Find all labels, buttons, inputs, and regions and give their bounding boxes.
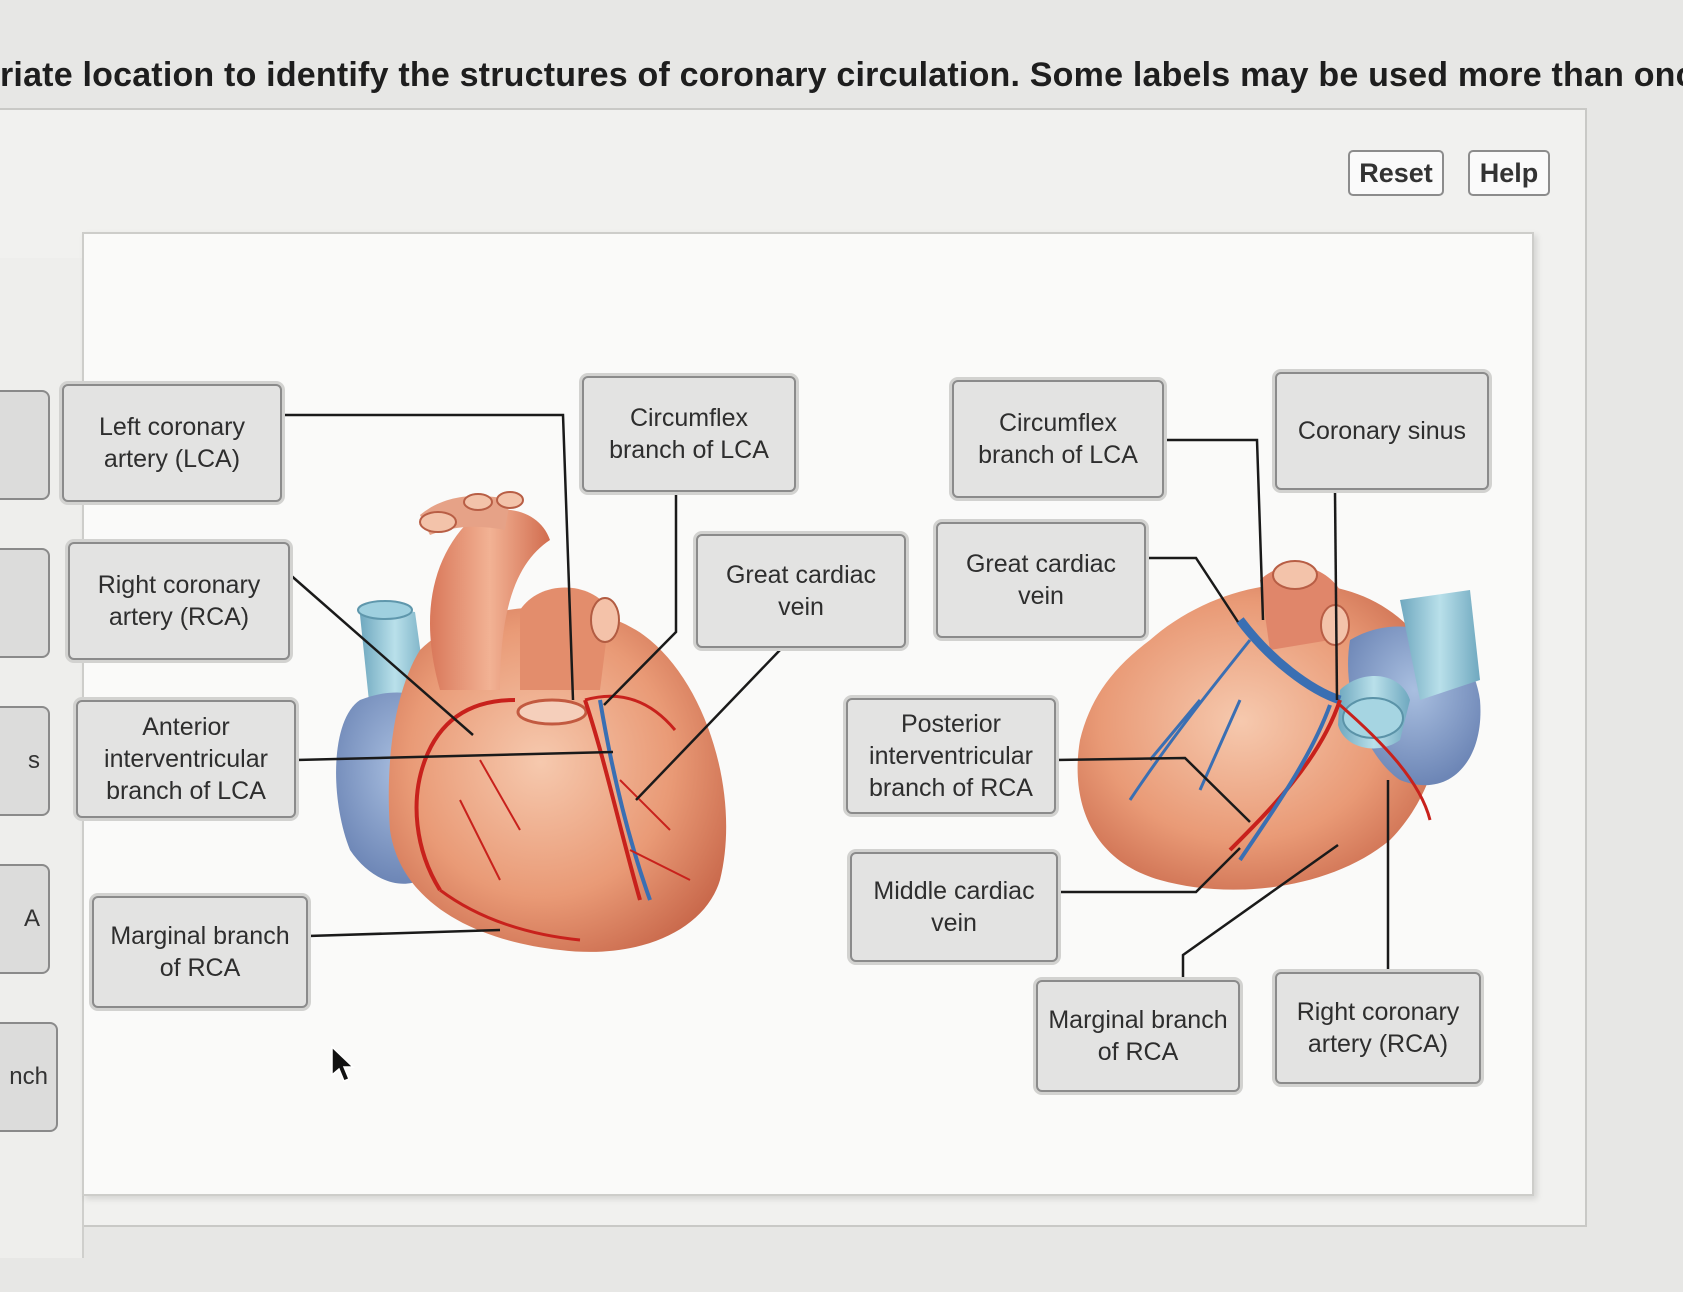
label-bank-chip[interactable] [0, 390, 50, 500]
label-bank-chip[interactable] [0, 548, 50, 658]
label-left-coronary-artery[interactable]: Left coronary artery (LCA) [62, 384, 282, 502]
anterior-heart [336, 491, 727, 952]
help-button[interactable]: Help [1468, 150, 1550, 196]
vessel-opening [496, 491, 524, 509]
posterior-heart [1077, 560, 1481, 890]
aortic-arch [430, 509, 550, 690]
anterior-interventricular-path [583, 699, 642, 901]
vessel-opening [1342, 697, 1404, 739]
vessel-opening [419, 511, 457, 533]
aorta-posterior [1260, 566, 1340, 650]
marginal-branch-path [439, 888, 581, 942]
aortic-valve-ring [516, 698, 588, 726]
right-coronary-artery-path [414, 698, 516, 892]
label-right-coronary-artery[interactable]: Right coronary artery (RCA) [68, 542, 290, 660]
pulmonary-trunk [520, 587, 610, 690]
middle-cardiac-vein-path [1238, 704, 1332, 862]
label-great-cardiac-vein-posterior[interactable]: Great cardiac vein [936, 522, 1146, 638]
label-middle-cardiac-vein[interactable]: Middle cardiac vein [850, 852, 1058, 962]
label-great-cardiac-vein[interactable]: Great cardiac vein [696, 534, 906, 648]
label-bank-sidebar: s A nch [0, 258, 84, 1258]
artery-branches [459, 759, 691, 881]
vessel-opening [357, 600, 413, 620]
pulmonary-veins [1400, 590, 1480, 700]
reset-button[interactable]: Reset [1348, 150, 1444, 196]
great-cardiac-vein-path [598, 699, 652, 901]
vessel-opening [590, 597, 620, 643]
label-anterior-interventricular-branch[interactable]: Anterior interventricular branch of LCA [76, 700, 296, 818]
label-marginal-branch-rca-posterior[interactable]: Marginal branch of RCA [1036, 980, 1240, 1092]
label-right-coronary-artery-posterior[interactable]: Right coronary artery (RCA) [1275, 972, 1481, 1084]
vessel-opening [463, 493, 493, 511]
label-posterior-interventricular-branch[interactable]: Posterior interventricular branch of RCA [846, 698, 1056, 814]
label-bank-chip[interactable]: A [0, 864, 50, 974]
label-circumflex-branch-posterior[interactable]: Circumflex branch of LCA [952, 380, 1164, 498]
leader-lines [282, 413, 1390, 980]
ventricles [388, 607, 727, 952]
instructions-text: riate location to identify the structure… [0, 56, 1683, 94]
posterior-vein-branches [1128, 639, 1252, 801]
right-coronary-posterior-path [1339, 703, 1432, 821]
label-bank-chip[interactable]: s [0, 706, 50, 816]
label-circumflex-branch[interactable]: Circumflex branch of LCA [582, 376, 796, 492]
label-bank-chip[interactable]: nch [0, 1022, 58, 1132]
mouse-cursor-icon [331, 1045, 355, 1082]
label-coronary-sinus[interactable]: Coronary sinus [1275, 372, 1489, 490]
vessel-opening [1272, 560, 1318, 590]
label-marginal-branch-rca[interactable]: Marginal branch of RCA [92, 896, 308, 1008]
coronary-sinus-path [1236, 617, 1342, 705]
circumflex-path [584, 694, 677, 731]
